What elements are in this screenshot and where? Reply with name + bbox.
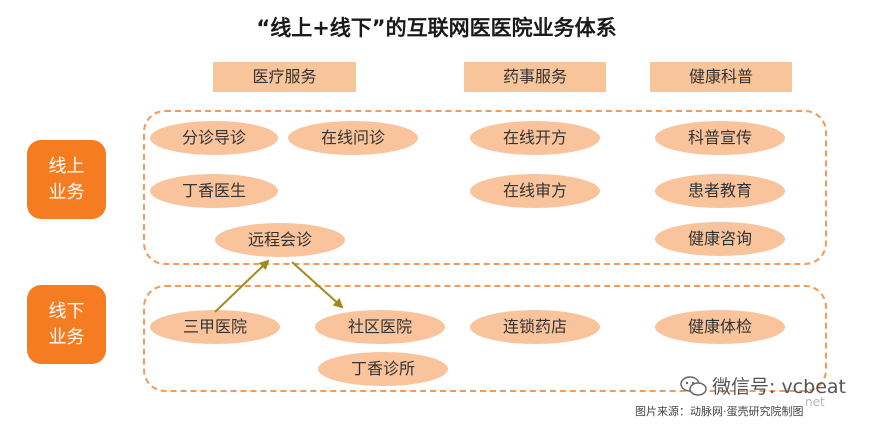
node-online-consultation: 在线问诊: [288, 121, 418, 155]
watermark-text: 微信号: vcbeat: [712, 376, 846, 398]
column-header-health-education: 健康科普: [650, 62, 792, 92]
watermark-subtext: net: [805, 395, 825, 409]
arrow-remote-to-community: [291, 261, 344, 309]
node-online-prescription: 在线开方: [470, 121, 600, 155]
node-triage-guidance: 分诊导诊: [150, 121, 278, 155]
column-header-medical: 医疗服务: [213, 62, 356, 92]
row-label-offline: 线下 业务: [27, 285, 106, 364]
row-label-online-line2: 业务: [48, 181, 85, 203]
row-label-offline-line2: 业务: [48, 326, 85, 348]
row-label-online-line1: 线上: [48, 155, 85, 177]
online-business-group: [143, 110, 827, 265]
arrow-tertiary-to-remote: [214, 259, 270, 313]
node-remote-consultation: 远程会诊: [215, 223, 345, 257]
node-patient-education: 患者教育: [655, 174, 785, 208]
node-science-publicity: 科普宣传: [655, 121, 785, 155]
image-source-caption: 图片来源：动脉网·蛋壳研究院制图: [635, 405, 804, 418]
node-dxy-doctor: 丁香医生: [150, 174, 278, 208]
row-label-offline-line1: 线下: [48, 300, 85, 322]
node-health-consulting: 健康咨询: [655, 222, 785, 256]
node-dxy-clinic: 丁香诊所: [318, 352, 448, 386]
wechat-watermark: 微信号: vcbeat: [680, 372, 846, 399]
wechat-icon: [680, 375, 707, 396]
node-community-hospital: 社区医院: [315, 310, 445, 344]
offline-business-group: [143, 285, 827, 392]
row-label-online: 线上 业务: [27, 140, 106, 219]
node-prescription-review: 在线审方: [470, 174, 600, 208]
node-chain-pharmacy: 连锁药店: [470, 310, 600, 344]
diagram-title: “线上+线下”的互联网医医院业务体系: [256, 16, 617, 40]
node-tertiary-hospital: 三甲医院: [150, 310, 280, 344]
column-header-pharmacy: 药事服务: [464, 62, 606, 92]
node-health-checkup: 健康体检: [655, 310, 785, 344]
